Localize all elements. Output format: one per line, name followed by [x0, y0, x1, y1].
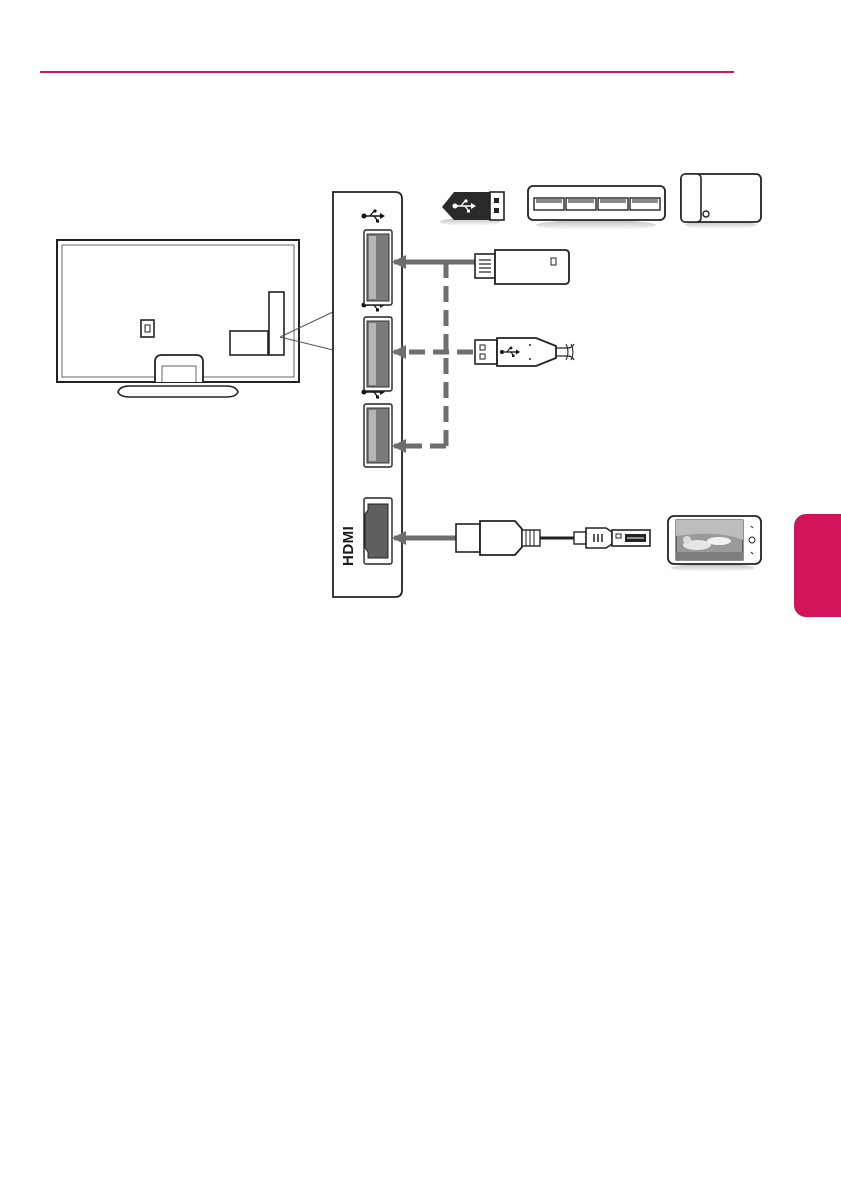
smartphone — [668, 516, 761, 572]
usb-hub — [528, 186, 665, 230]
usb-cable — [475, 338, 574, 366]
usb-hard-drive — [681, 174, 761, 229]
connection-arrows — [394, 262, 475, 538]
mhl-cable — [456, 521, 650, 555]
usb-flash-drive — [475, 250, 569, 284]
usb-port[interactable] — [364, 230, 392, 305]
hdmi-port[interactable] — [364, 498, 392, 564]
hdmi-port-label: HDMI — [340, 526, 357, 566]
port-panel: HDMI — [333, 192, 402, 597]
tv-rear-view — [57, 240, 299, 397]
usb-port[interactable] — [364, 404, 392, 467]
usb-memory-stick — [440, 192, 504, 226]
usb-port[interactable] — [364, 317, 392, 391]
kensington-slot-icon — [141, 320, 154, 337]
